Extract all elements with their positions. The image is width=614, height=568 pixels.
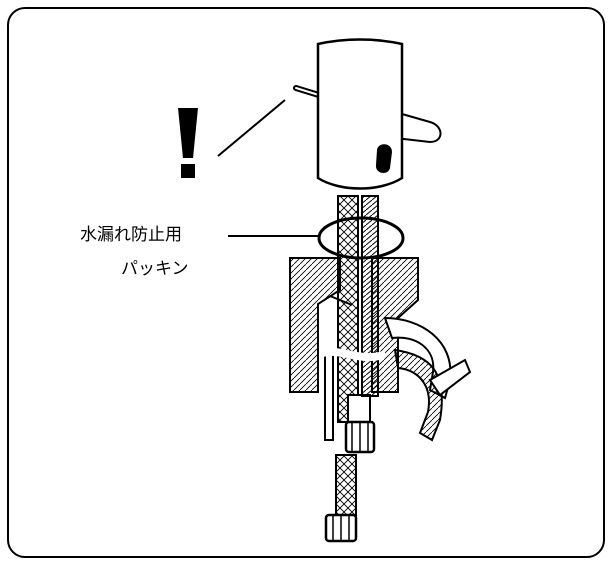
gasket-label-line1: 水漏れ防止用 xyxy=(80,225,182,245)
support-rod xyxy=(324,351,334,441)
supply-hose-right xyxy=(361,195,379,397)
warning-leader-line xyxy=(217,99,286,157)
gasket-label-line2: パッキン xyxy=(121,259,189,279)
supply-hose-left xyxy=(337,195,376,454)
exclamation-mark-icon xyxy=(178,108,198,178)
supply-hose-lower xyxy=(324,454,358,543)
mounting-bracket xyxy=(383,316,472,442)
o-ring-gasket xyxy=(317,216,405,260)
faucet-body xyxy=(293,38,442,190)
